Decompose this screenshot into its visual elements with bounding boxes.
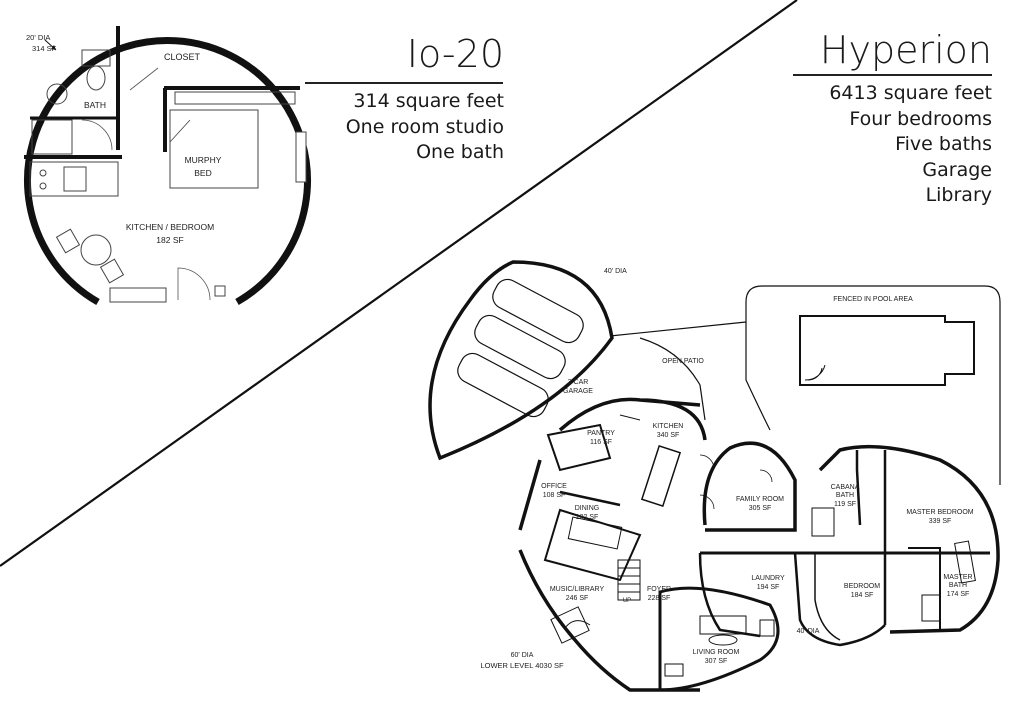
hyperion-stat-baths: Five baths [895, 133, 992, 155]
io20-murphy-label-2: BED [194, 168, 211, 178]
cabana-label-2: BATH [836, 492, 854, 499]
cabana-label-1: CABANA [831, 484, 860, 491]
io20-kitchen-label: KITCHEN / BEDROOM [126, 222, 214, 232]
office-area: 108 SF [543, 492, 566, 499]
pool-fence [745, 285, 1001, 485]
foyer-area: 228 SF [648, 595, 671, 602]
hyperion-dia60: 60' DIA [511, 652, 534, 659]
family-room-area: 305 SF [749, 505, 772, 512]
pool [799, 315, 975, 386]
io20-title: Io-20 [406, 32, 504, 76]
stairs-up-label: UP [623, 598, 631, 604]
io20-dia-label: 20' DIA [26, 33, 50, 42]
io20-title-rule [305, 82, 503, 84]
music-library-label: MUSIC/LIBRARY [550, 586, 605, 593]
pantry-label: PANTRY [587, 430, 615, 437]
master-bath-label-1: MASTER [943, 574, 972, 581]
pool-area-label: FENCED IN POOL AREA [833, 296, 913, 303]
garage-wall [428, 260, 614, 461]
cabana-area: 119 SF [834, 501, 856, 508]
io20-stats: 314 square feet One room studio One bath [300, 89, 504, 166]
io20-stat-area: 314 square feet [353, 90, 504, 112]
io20-outer-wall [24, 37, 311, 306]
music-library-area: 246 SF [566, 595, 589, 602]
lower-level-label: LOWER LEVEL 4030 SF [480, 661, 564, 670]
living-room-label: LIVING ROOM [693, 649, 740, 656]
io20-floor-plan [24, 26, 311, 306]
laundry-area: 194 SF [757, 584, 780, 591]
io20-kitchen-area: 182 SF [156, 235, 183, 245]
io20-dia-area: 314 SF [32, 44, 57, 53]
hyperion-dia40-top: 40' DIA [604, 268, 627, 275]
hyperion-title: Hyperion [819, 28, 992, 72]
io20-murphy-label-1: MURPHY [185, 155, 222, 165]
laundry-label: LAUNDRY [751, 575, 785, 582]
io20-stat-baths: One bath [416, 141, 504, 163]
master-bath-area: 174 SF [947, 591, 970, 598]
pantry-area: 116 SF [590, 439, 612, 446]
io20-closet-label: CLOSET [164, 52, 201, 62]
io20-bath-label: BATH [84, 100, 106, 110]
bedroom-label: BEDROOM [844, 583, 880, 590]
dining-area: 182 SF [576, 514, 599, 521]
dining-label: DINING [575, 505, 600, 512]
hyperion-stats: 6413 square feet Four bedrooms Five bath… [780, 81, 992, 209]
hyperion-stat-area: 6413 square feet [829, 82, 992, 104]
garage-label-1: 3 CAR [568, 379, 589, 386]
master-bedroom-area: 339 SF [929, 518, 952, 525]
hyperion-dia40-bottom: 40' DIA [797, 628, 820, 635]
living-room-area: 307 SF [705, 658, 728, 665]
hyperion-title-rule [793, 74, 992, 76]
hyperion-stat-bedrooms: Four bedrooms [849, 107, 992, 130]
hyperion-floor-plan [428, 260, 1001, 692]
hyperion-stat-library: Library [925, 184, 992, 206]
foyer-label: FOYER [647, 586, 671, 593]
bedroom-area: 184 SF [851, 592, 874, 599]
kitchen-area: 340 SF [657, 432, 680, 439]
diagonal-divider [0, 0, 798, 567]
io20-stat-rooms: One room studio [345, 115, 504, 138]
hyperion-stat-garage: Garage [922, 158, 992, 181]
patio-label: OPEN PATIO [662, 358, 704, 365]
family-room-label: FAMILY ROOM [736, 496, 784, 503]
garage-label-2: GARAGE [563, 388, 593, 395]
kitchen-label: KITCHEN [653, 423, 684, 430]
office-label: OFFICE [541, 483, 567, 490]
master-bedroom-label: MASTER BEDROOM [906, 509, 973, 516]
master-bath-label-2: BATH [949, 582, 967, 589]
